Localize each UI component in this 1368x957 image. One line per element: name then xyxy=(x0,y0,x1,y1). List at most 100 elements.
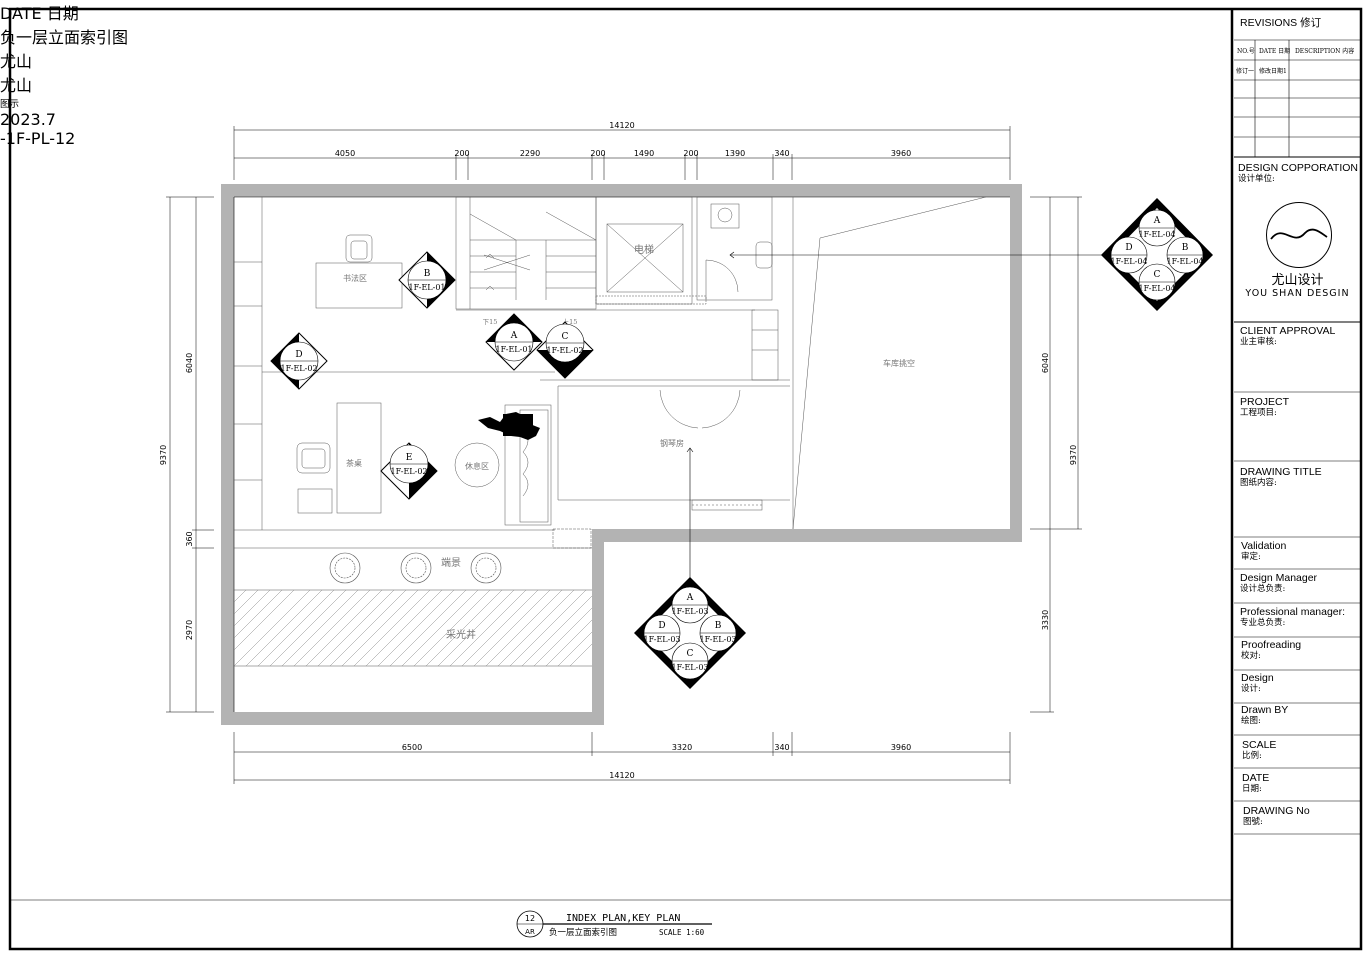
svg-text:A: A xyxy=(510,331,518,341)
room-label-study: 书法区 xyxy=(343,273,367,283)
drawn-by-section: Drawn BY 绘图: xyxy=(1241,704,1289,726)
svg-text:6500: 6500 xyxy=(402,743,422,752)
svg-text:1F-EL-04: 1F-EL-04 xyxy=(1110,257,1147,266)
index-marker-a[interactable]: A 1F-EL-01 xyxy=(485,313,543,371)
svg-text:A: A xyxy=(686,593,694,603)
room-label-elevator: 电梯 xyxy=(634,243,654,256)
stair-down-label: 下15 xyxy=(483,318,498,326)
svg-text:C: C xyxy=(562,332,569,342)
plan-sheet: AR xyxy=(525,928,535,936)
design-manager-value: 尤山 xyxy=(0,52,33,71)
plan-subtitle: 负一层立面索引图 xyxy=(549,927,617,938)
scale-section: SCALE 比例: xyxy=(1242,739,1277,761)
drawing-title-value: 负一层立面索引图 xyxy=(0,28,129,47)
svg-text:B: B xyxy=(1182,243,1189,253)
design-corporation: DESIGN COPPORATION 设计单位: xyxy=(1238,162,1358,184)
svg-text:1F-EL-02: 1F-EL-02 xyxy=(546,346,583,355)
room-label-landscape: 端景 xyxy=(441,556,461,569)
svg-text:1F-EL-01: 1F-EL-01 xyxy=(408,283,445,292)
svg-text:C: C xyxy=(1154,270,1161,280)
index-cluster-right[interactable]: A 1F-EL-04 B 1F-EL-04 C 1F-EL-04 D 1F-EL… xyxy=(729,198,1213,311)
svg-text:3330: 3330 xyxy=(1041,610,1050,630)
room-label-garage: 车库挑空 xyxy=(883,358,915,368)
room-label-tea: 茶桌 xyxy=(346,458,362,468)
svg-text:1F-EL-03: 1F-EL-03 xyxy=(643,635,680,644)
sheet-border xyxy=(8,7,1363,951)
proofreading-section: Proofreading 校对: xyxy=(1241,639,1302,661)
dimension-lines xyxy=(166,126,1082,784)
svg-text:C: C xyxy=(687,649,694,659)
floor-plan: 书法区 电梯 茶桌 休息区 钢琴房 车库挑空 端景 采光井 下15 上15 xyxy=(221,184,1022,725)
svg-text:1F-EL-01: 1F-EL-01 xyxy=(495,345,532,354)
svg-text:1390: 1390 xyxy=(725,149,745,158)
design-value: 尤山 xyxy=(0,76,33,95)
svg-text:A: A xyxy=(1153,216,1161,226)
svg-text:3960: 3960 xyxy=(891,149,911,158)
room-label-lightwell: 采光井 xyxy=(446,628,476,641)
exterior-wall xyxy=(221,184,1022,725)
svg-text:B: B xyxy=(424,269,431,279)
stair-up-label: 上15 xyxy=(563,317,578,326)
svg-text:3320: 3320 xyxy=(672,743,692,752)
rev-row1-no: 修订一 xyxy=(1236,68,1255,75)
svg-text:9370: 9370 xyxy=(1069,445,1078,465)
plan-scale: SCALE 1:60 xyxy=(659,928,705,937)
rev-header-desc: DESCRIPTION 内容 xyxy=(1295,48,1355,55)
index-marker-c[interactable]: C 1F-EL-02 xyxy=(536,321,594,379)
svg-text:D: D xyxy=(1125,243,1132,253)
svg-text:6040: 6040 xyxy=(185,353,194,373)
svg-text:D: D xyxy=(295,350,302,360)
date-section: DATE 日期: xyxy=(1242,772,1270,794)
svg-text:340: 340 xyxy=(774,149,789,158)
rev-header-no: NO.号 xyxy=(1237,48,1255,55)
svg-text:1F-EL-03: 1F-EL-03 xyxy=(699,635,736,644)
revisions-heading: REVISIONS 修订 xyxy=(1240,17,1322,29)
index-marker-e[interactable]: E 1F-EL-02 xyxy=(380,442,438,500)
svg-text:200: 200 xyxy=(454,149,469,158)
svg-text:1F-EL-04: 1F-EL-04 xyxy=(1138,284,1175,293)
svg-text:D: D xyxy=(658,621,665,631)
svg-text:9370: 9370 xyxy=(159,445,168,465)
client-approval: CLIENT APPROVAL 业主审核: xyxy=(1240,325,1336,347)
plan-number: 12 xyxy=(525,914,535,923)
plan-title: 12 AR INDEX PLAN,KEY PLAN 负一层立面索引图 SCALE… xyxy=(516,910,712,938)
room-label-piano: 钢琴房 xyxy=(660,438,684,448)
rev-row1-date: 修改日期1 xyxy=(1259,68,1287,75)
svg-text:1F-EL-03: 1F-EL-03 xyxy=(671,663,708,672)
svg-text:E: E xyxy=(406,453,413,463)
svg-text:6040: 6040 xyxy=(1041,353,1050,373)
svg-text:2290: 2290 xyxy=(520,149,540,158)
svg-text:200: 200 xyxy=(683,149,698,158)
svg-text:1F-EL-03: 1F-EL-03 xyxy=(671,607,708,616)
svg-text:360: 360 xyxy=(185,531,194,546)
svg-text:2970: 2970 xyxy=(185,620,194,640)
drawing-number-section: DRAWING No 图號: xyxy=(1243,805,1310,827)
drawing-title-section: DRAWING TITLE 图纸内容: xyxy=(1240,466,1322,488)
drawing-number-value: -1F-PL-12 xyxy=(0,129,76,148)
company-name: 尤山设计 YOU SHAN DESGIN xyxy=(1245,273,1350,299)
svg-text:1490: 1490 xyxy=(634,149,654,158)
professional-manager-section: Professional manager: 专业总负责: xyxy=(1240,606,1346,628)
date-value: 2023.7 xyxy=(0,110,56,129)
project-section: PROJECT 工程项目: xyxy=(1240,396,1290,418)
design-section: Design 设计: xyxy=(1241,672,1274,694)
svg-text:340: 340 xyxy=(774,743,789,752)
svg-text:1F-EL-02: 1F-EL-02 xyxy=(280,364,317,373)
svg-text:1F-EL-04: 1F-EL-04 xyxy=(1138,230,1175,239)
index-cluster-bottom[interactable]: A 1F-EL-03 B 1F-EL-03 C 1F-EL-03 D 1F-EL… xyxy=(634,447,746,689)
rev-header-date: DATE 日期 xyxy=(1259,48,1291,55)
svg-text:1F-EL-02: 1F-EL-02 xyxy=(390,467,427,476)
index-marker-b[interactable]: B 1F-EL-01 xyxy=(398,251,456,309)
svg-text:14120: 14120 xyxy=(609,121,634,130)
svg-text:14120: 14120 xyxy=(609,771,634,780)
svg-text:1F-EL-04: 1F-EL-04 xyxy=(1166,257,1203,266)
index-marker-d[interactable]: D 1F-EL-02 xyxy=(270,332,328,390)
svg-text:3960: 3960 xyxy=(891,743,911,752)
plan-title-text: INDEX PLAN,KEY PLAN xyxy=(566,913,680,924)
svg-text:4050: 4050 xyxy=(335,149,355,158)
svg-text:B: B xyxy=(715,621,722,631)
room-label-rest: 休息区 xyxy=(465,461,489,471)
company-logo-icon xyxy=(1266,202,1332,268)
dimension-labels: 14120 4050 200 2290 200 1490 200 1390 34… xyxy=(159,121,1078,780)
